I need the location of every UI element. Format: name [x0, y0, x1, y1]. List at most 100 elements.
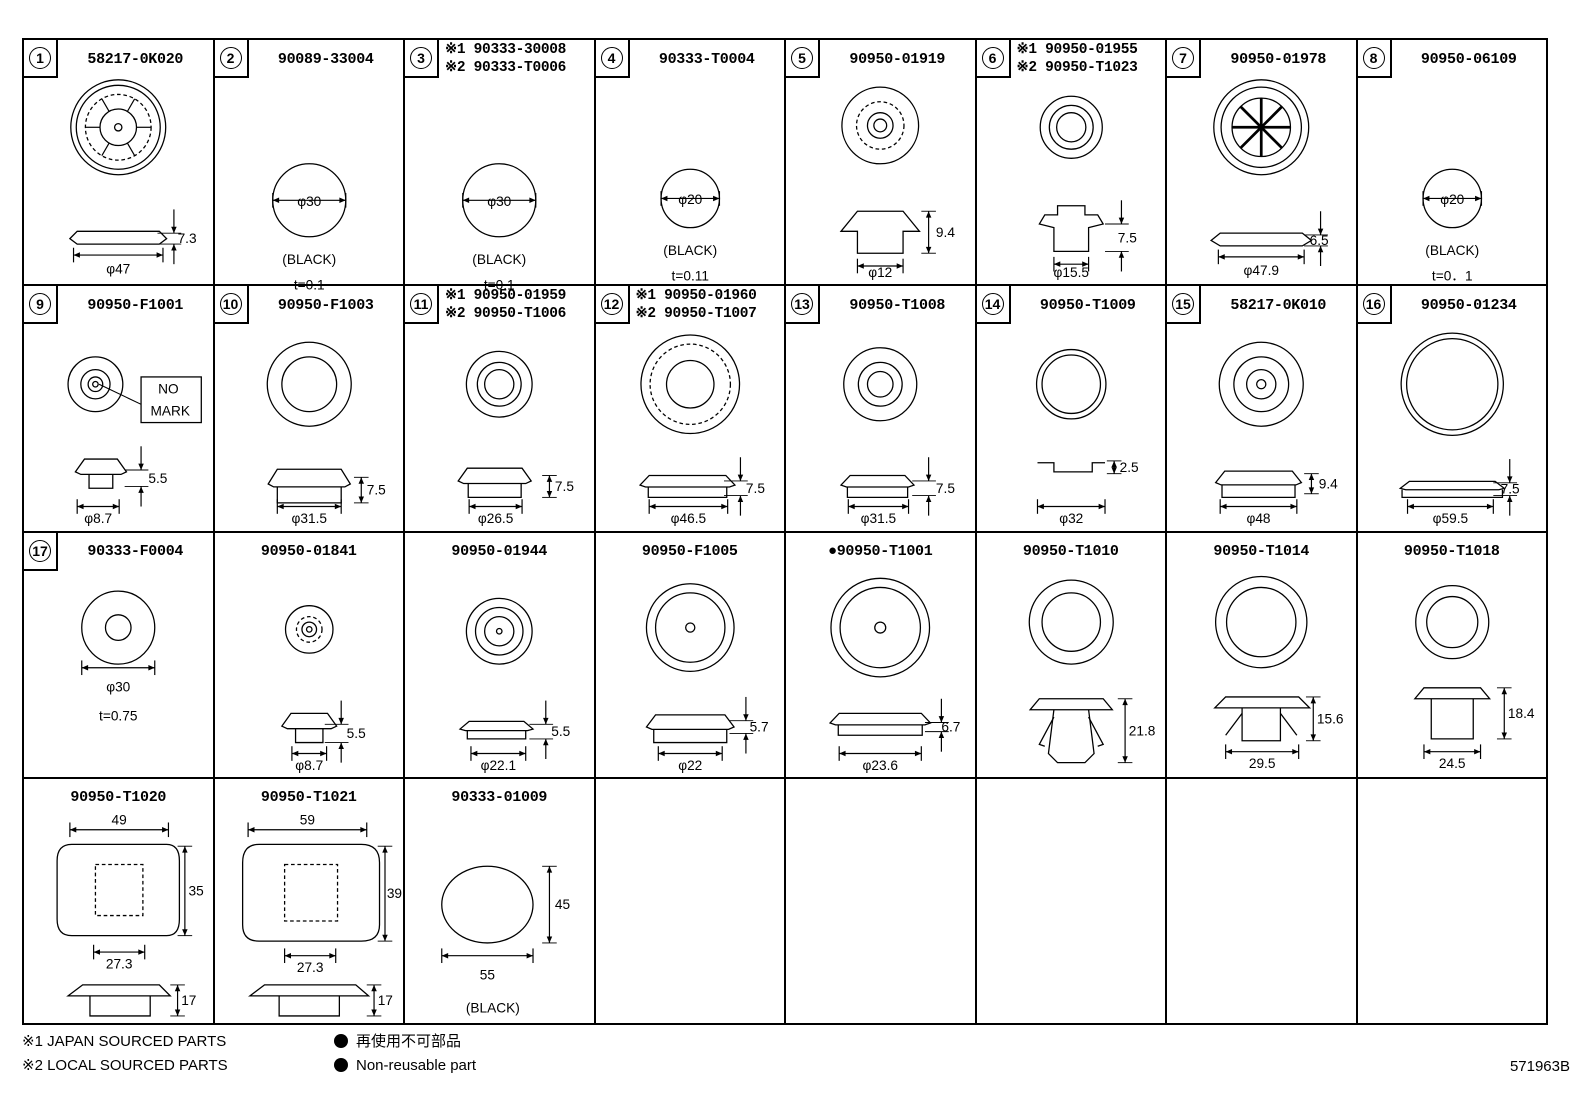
- mid-ring: [295, 615, 323, 643]
- diameter-label: φ46.5: [670, 511, 706, 526]
- arrow-icon: [1110, 461, 1117, 468]
- arrow-icon: [358, 496, 364, 504]
- empty-cell: [595, 778, 786, 1025]
- outer-ring: [1400, 332, 1504, 437]
- arrow-icon: [276, 504, 284, 510]
- part-drawing: φ30(BLACK)t=0.1: [215, 78, 404, 293]
- mid-ring: [80, 369, 111, 400]
- outer-ring: [645, 582, 735, 672]
- arrow-icon: [1290, 504, 1297, 510]
- diameter-label: 49: [112, 812, 127, 827]
- part-number: 90950-06109: [1392, 40, 1547, 78]
- arrow-icon: [337, 742, 344, 749]
- arrow-icon: [1308, 487, 1315, 494]
- part-number-line: 90950-T1010: [1022, 543, 1119, 560]
- part-number: 90089-33004: [249, 40, 404, 78]
- arrow-icon: [1110, 467, 1117, 474]
- inner-ring: [1040, 354, 1101, 415]
- part-number: 90333-01009: [405, 779, 594, 817]
- arrow-icon: [1297, 254, 1305, 260]
- cap-profile: [1028, 697, 1114, 710]
- arrow-icon: [519, 750, 526, 756]
- center-hole: [684, 621, 695, 633]
- diameter-label: φ30: [106, 679, 130, 694]
- part-number: 90950-01234: [1392, 286, 1547, 324]
- bullet-icon: [334, 1058, 348, 1072]
- item-index: 4: [595, 40, 630, 78]
- arrow-icon: [1121, 755, 1128, 763]
- inner-ring: [1405, 338, 1499, 431]
- thickness-label: t=0.11: [671, 269, 708, 284]
- arrow-icon: [925, 474, 932, 482]
- diameter-label: φ30: [297, 194, 321, 209]
- height-label: 7.5: [555, 479, 574, 494]
- arrow-icon: [1506, 476, 1512, 484]
- arrow-icon: [857, 263, 864, 269]
- arrow-icon: [359, 826, 367, 833]
- inner-ring: [484, 615, 515, 646]
- index-circle: 2: [219, 47, 242, 69]
- color-label: (BLACK): [466, 1000, 520, 1015]
- mid-ring: [855, 101, 905, 150]
- inner-boss: [94, 863, 144, 916]
- part-number-line: 90950-T1014: [1213, 543, 1310, 560]
- center-hole: [113, 122, 123, 132]
- diameter-label: 24.5: [1438, 756, 1465, 771]
- part-drawing: φ20(BLACK)t=0.11: [596, 78, 785, 284]
- dashed-ring: [648, 343, 731, 426]
- body-profile: [1221, 485, 1296, 499]
- outer-ring: [465, 350, 533, 418]
- part-number-line: 90950-T1021: [260, 789, 357, 807]
- height-label: 9.4: [1319, 477, 1338, 492]
- side-profile: [1037, 205, 1104, 253]
- spoke: [1260, 126, 1283, 149]
- part-cell: 90950-T1010 21.8: [976, 532, 1167, 779]
- ring: [75, 84, 161, 170]
- part-number: 90950-01944: [405, 533, 594, 571]
- arrow-icon: [1036, 504, 1044, 510]
- index-circle: 15: [1172, 293, 1194, 316]
- inner-ring: [1040, 591, 1101, 652]
- arrow-icon: [848, 504, 855, 510]
- outer-ring: [1035, 349, 1107, 420]
- diameter-label: 55: [480, 967, 496, 982]
- arrow-icon: [138, 463, 144, 471]
- arrow-icon: [914, 750, 922, 756]
- outer-ring: [830, 577, 931, 678]
- note-japan-sourced: ※1 JAPAN SOURCED PARTS: [22, 1033, 227, 1050]
- part-drawing: φ20(BLACK)t=0．1: [1358, 78, 1547, 284]
- arrow-icon: [1474, 195, 1481, 202]
- part-drawing-svg: 21.8: [1028, 578, 1155, 763]
- diameter-label: φ48: [1246, 511, 1270, 526]
- outer-ring: [465, 597, 533, 665]
- mid-ring: [474, 606, 524, 656]
- part-number: 90950-T1021: [215, 779, 404, 817]
- center-hole: [92, 381, 99, 388]
- clip-leg: [1087, 716, 1104, 747]
- arrow-icon: [338, 197, 346, 204]
- outer-ring: [1218, 341, 1304, 428]
- item-index: 7: [1167, 40, 1201, 78]
- center-hole: [1256, 379, 1267, 390]
- index-circle: 17: [29, 539, 51, 562]
- inner-ring: [866, 371, 894, 398]
- housing-outline: [241, 843, 380, 942]
- spoke: [1239, 105, 1263, 129]
- note-label: MARK: [151, 404, 191, 419]
- index-circle: 9: [29, 293, 51, 316]
- note-local-sourced: ※2 LOCAL SOURCED PARTS: [22, 1057, 228, 1074]
- item-index: 6: [976, 40, 1011, 78]
- arrow-icon: [1317, 228, 1324, 235]
- rib: [126, 98, 136, 112]
- index-circle: 14: [981, 293, 1004, 316]
- arrow-icon: [1422, 195, 1429, 202]
